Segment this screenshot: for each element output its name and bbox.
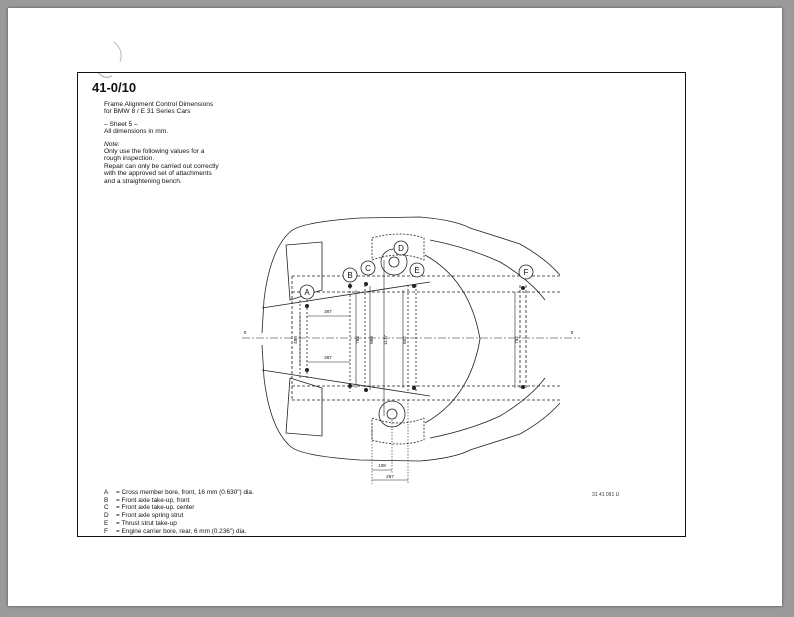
windshield-lower — [429, 377, 546, 439]
figure-code: 31 41 091 U — [592, 492, 620, 498]
callout-e: E — [414, 266, 419, 275]
note-line: with the approved set of attachments — [104, 170, 212, 178]
callout-d: D — [398, 244, 404, 253]
title-line: for BMW 8 / E 31 Series Cars — [104, 108, 191, 116]
dim-label: 792 — [514, 336, 519, 344]
callout-a: A — [304, 288, 310, 297]
note-label: Note: — [104, 140, 120, 148]
dim-label: 768 — [355, 336, 360, 344]
frame-diagram: A B C D E F 367 367 480 768 868 1177 802… — [242, 216, 580, 484]
centerline-label: 0 — [244, 330, 247, 335]
point-marker-b — [347, 283, 352, 288]
legend-item: B= Front axle take-up, front — [104, 496, 190, 504]
dim-label: 868 — [369, 336, 374, 344]
point-marker-e — [411, 283, 416, 288]
document-page — [8, 8, 782, 606]
legend-item: D= Front axle spring strut — [104, 512, 184, 520]
centerline-label: 0 — [571, 330, 574, 335]
dim-label: 367 — [324, 355, 332, 360]
dim-line — [372, 469, 408, 481]
dim-label: 802 — [402, 336, 407, 344]
callout-f: F — [524, 268, 529, 277]
point-marker-a — [304, 303, 309, 308]
dim-label: 367 — [324, 309, 332, 314]
windshield-upper — [429, 239, 546, 301]
point-marker-f — [521, 285, 526, 290]
sheet-line: All dimensions in mm. — [104, 128, 169, 136]
page-frame — [77, 72, 686, 537]
body-outline-lower — [261, 344, 561, 462]
frame-rail-upper — [292, 275, 560, 293]
legend-item: F= Engine carrier bore, rear, 6 mm (0.23… — [104, 527, 247, 535]
page-number: 41-0/10 — [92, 80, 137, 95]
sheet-line: – Sheet 5 – — [104, 120, 138, 128]
headlight-lower — [285, 377, 323, 437]
wheel-well-lower — [371, 417, 425, 445]
dim-label: 480 — [293, 336, 298, 344]
callout-b: B — [347, 271, 352, 280]
title-line: Frame Alignment Control Dimensions — [104, 101, 214, 108]
note-line: and a straightening bench. — [104, 177, 182, 185]
point-marker-c — [363, 387, 368, 392]
dim-label: 108 — [378, 463, 386, 468]
note-line: rough inspection. — [104, 155, 155, 163]
point-marker-b — [347, 383, 352, 388]
point-marker-e — [411, 385, 416, 390]
legend: A= Cross member bore, front, 16 mm (0.63… — [104, 489, 254, 535]
binder-hole-mark — [98, 41, 122, 78]
header-text: Frame Alignment Control Dimensions for B… — [104, 101, 364, 185]
point-marker-c — [363, 281, 368, 286]
callout-c: C — [365, 264, 371, 273]
dim-label: 1177 — [383, 335, 388, 345]
legend-item: C= Front axle take-up, center — [104, 504, 195, 512]
body-outline-upper — [261, 216, 561, 334]
legend-item: A= Cross member bore, front, 16 mm (0.63… — [104, 489, 254, 496]
frame-rail-lower — [292, 385, 560, 401]
note-line: Only use the following values for a — [104, 148, 205, 156]
note-line: Repair can only be carried out correctly — [104, 162, 219, 170]
point-marker-f — [521, 384, 526, 389]
windshield-inner — [424, 254, 481, 424]
dim-label: 267 — [386, 474, 394, 479]
headlight-upper — [285, 241, 323, 301]
legend-item: E= Thrust strut take-up — [104, 519, 177, 527]
wheel-well-upper — [371, 233, 425, 261]
point-marker-a — [304, 367, 309, 372]
